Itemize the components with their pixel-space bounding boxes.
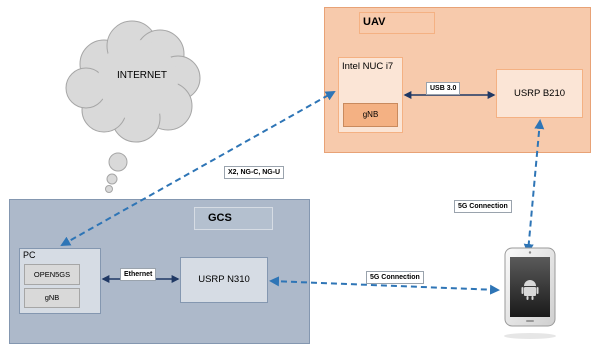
gcs-5g-link xyxy=(269,276,500,295)
open5gs-box xyxy=(24,264,80,285)
ethernet-label: Ethernet xyxy=(120,268,157,281)
gcs-gnb-label: gNB xyxy=(44,293,60,302)
uav-gnb-box xyxy=(343,103,398,127)
gcs-5g-label: 5G Connection xyxy=(366,271,424,284)
usb-label: USB 3.0 xyxy=(426,82,461,95)
android-logo-icon xyxy=(521,280,539,300)
usrp-n310-box xyxy=(180,257,268,303)
gcs-gnb-box xyxy=(24,288,80,308)
intel-nuc-label: Intel NUC i7 xyxy=(342,61,394,72)
usrp-b210-box xyxy=(496,69,583,118)
cloud-label: INTERNET xyxy=(117,70,167,81)
open5gs-label: OPEN5GS xyxy=(33,270,71,279)
pc-label: PC xyxy=(23,250,36,260)
usrp-n310-label: USRP N310 xyxy=(198,274,250,285)
uav-title: UAV xyxy=(363,16,386,28)
x2-label: X2, NG-C, NG-U xyxy=(224,166,285,179)
uav-5g-label: 5G Connection xyxy=(454,200,512,213)
x2-link xyxy=(60,91,336,246)
uav-title-box xyxy=(359,12,435,34)
uav-gnb-label: gNB xyxy=(362,110,379,119)
usrp-b210-label: USRP B210 xyxy=(513,88,566,99)
uav-5g-link xyxy=(523,119,545,254)
